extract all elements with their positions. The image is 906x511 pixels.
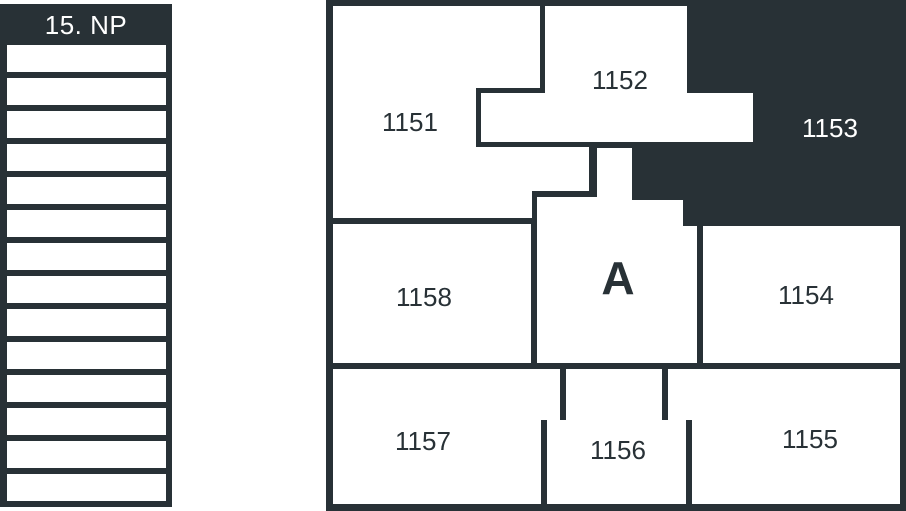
room-1155[interactable] [668,369,900,504]
room-1158-label: 1158 [396,282,452,312]
room-1153-label: 1153 [802,113,858,143]
floor-row[interactable] [7,243,166,270]
floor-row[interactable] [7,342,166,369]
room-1151[interactable] [333,6,589,218]
floor-row[interactable] [7,144,166,171]
floor-row[interactable] [7,177,166,204]
floor-row[interactable] [7,474,166,501]
room-1157-label: 1157 [395,426,451,456]
floor-row[interactable] [7,78,166,105]
room-1152-label: 1152 [592,65,648,95]
core-a[interactable] [537,148,697,363]
room-1154[interactable] [703,226,900,363]
floor-row[interactable] [7,111,166,138]
floor-row[interactable] [7,441,166,468]
room-1152[interactable] [481,6,753,142]
floor-row[interactable] [7,45,166,72]
floor-row[interactable] [7,309,166,336]
room-1151-label: 1151 [382,107,438,137]
floor-row[interactable] [7,210,166,237]
floor-row[interactable] [7,375,166,402]
room-1156-label: 1156 [590,435,646,465]
room-1156[interactable] [547,369,686,504]
room-1154-label: 1154 [778,280,834,310]
floor-row[interactable] [7,276,166,303]
floor-list: 15. NP [0,4,172,507]
room-1157[interactable] [333,369,560,504]
floor-row[interactable] [7,408,166,435]
core-a-label: A [601,252,634,304]
floor-label: 15. NP [44,10,128,40]
room-1158[interactable] [333,224,531,363]
room-1155-label: 1155 [782,424,838,454]
